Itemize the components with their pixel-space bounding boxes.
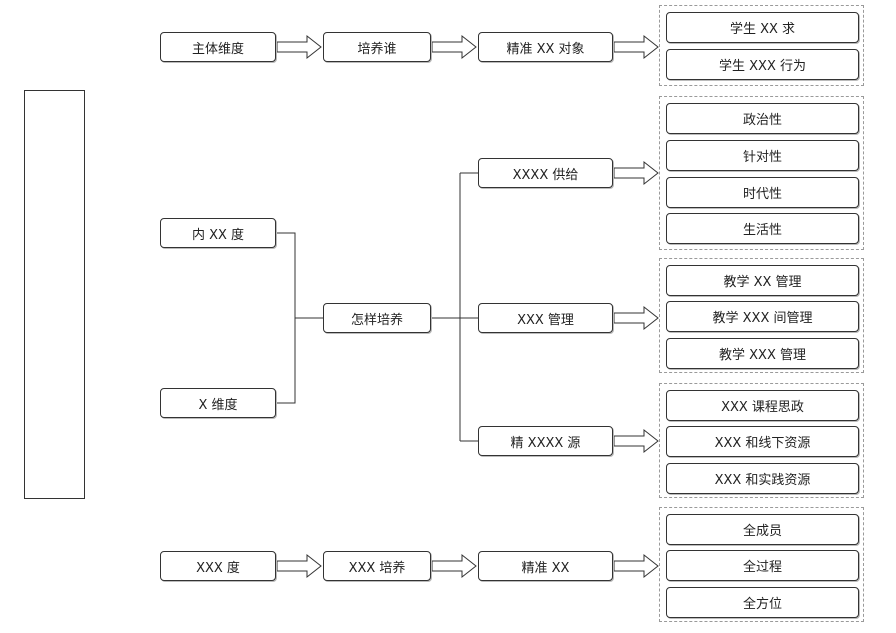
inner-dimension-box: 内 XX 度 (160, 218, 276, 248)
left-frame (24, 90, 85, 499)
arrow-icon (276, 35, 322, 59)
arrow-icon (613, 429, 659, 453)
branch-supply-box: XXXX 供给 (478, 158, 613, 188)
arrow-icon (431, 554, 477, 578)
group-item: 教学 XX 管理 (666, 265, 859, 296)
group-item: 全方位 (666, 587, 859, 618)
precise-xx-box: 精准 XX (478, 551, 613, 581)
arrow-icon (431, 35, 477, 59)
bracket-line (276, 232, 296, 404)
arrow-icon (613, 161, 659, 185)
group-item: 学生 XX 求 (666, 12, 859, 43)
supply-items-group: 政治性 针对性 时代性 生活性 (659, 96, 864, 250)
arrow-icon (276, 554, 322, 578)
arrow-icon (613, 35, 659, 59)
group-item: XXX 课程思政 (666, 390, 859, 421)
arrow-icon (613, 306, 659, 330)
management-items-group: 教学 XX 管理 教学 XXX 间管理 教学 XXX 管理 (659, 258, 864, 373)
how-to-cultivate-box: 怎样培养 (323, 303, 431, 333)
group-item: 针对性 (666, 140, 859, 171)
group-item: 生活性 (666, 213, 859, 244)
x-dimension-box: X 维度 (160, 388, 276, 418)
resource-items-group: XXX 课程思政 XXX 和线下资源 XXX 和实践资源 (659, 383, 864, 498)
group-item: 政治性 (666, 103, 859, 134)
top-items-group: 学生 XX 求 学生 XXX 行为 (659, 5, 864, 86)
group-item: 时代性 (666, 177, 859, 208)
xxx-cultivation-box: XXX 培养 (323, 551, 431, 581)
group-item: XXX 和线下资源 (666, 426, 859, 457)
group-item: 学生 XXX 行为 (666, 49, 859, 80)
group-item: 全成员 (666, 514, 859, 545)
branch-management-box: XXX 管理 (478, 303, 613, 333)
bottom-items-group: 全成员 全过程 全方位 (659, 507, 864, 622)
group-item: 教学 XXX 管理 (666, 338, 859, 369)
group-item: 教学 XXX 间管理 (666, 301, 859, 332)
group-item: 全过程 (666, 550, 859, 581)
whom-to-cultivate-box: 培养谁 (323, 32, 431, 62)
group-item: XXX 和实践资源 (666, 463, 859, 494)
xxx-dimension-box: XXX 度 (160, 551, 276, 581)
branch-resource-box: 精 XXXX 源 (478, 426, 613, 456)
arrow-icon (613, 554, 659, 578)
subject-dimension-box: 主体维度 (160, 32, 276, 62)
precise-target-box: 精准 XX 对象 (478, 32, 613, 62)
